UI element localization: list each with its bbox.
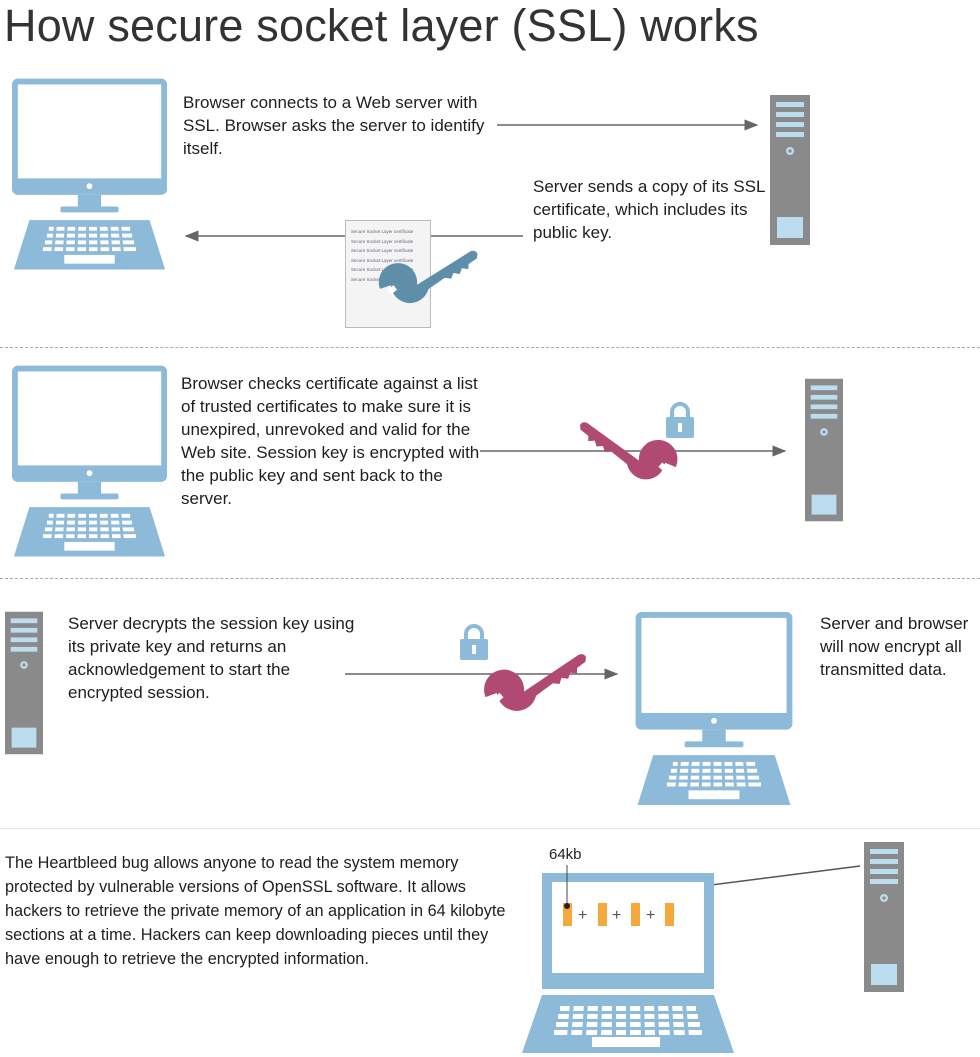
desktop-computer-icon xyxy=(634,612,794,807)
svg-text:+: + xyxy=(578,907,587,924)
step2-text: Browser checks certificate against a lis… xyxy=(181,374,480,508)
svg-text:+: + xyxy=(646,907,655,924)
page-title: How secure socket layer (SSL) works xyxy=(4,0,759,51)
heartbleed-text: The Heartbleed bug allows anyone to read… xyxy=(5,854,506,968)
step3-result-text: Server and browser will now encrypt all … xyxy=(820,614,969,679)
step1-server-text: Server sends a copy of its SSL certifica… xyxy=(533,177,765,242)
divider xyxy=(0,347,980,348)
divider xyxy=(0,828,980,829)
step1-browser-text: Browser connects to a Web server with SS… xyxy=(183,93,485,158)
laptop-icon: + + + xyxy=(522,865,734,1053)
chunk-size-label: 64kb xyxy=(549,846,582,863)
memory-chunk-icon xyxy=(563,903,674,926)
server-icon xyxy=(770,95,810,245)
padlock-icon xyxy=(459,624,489,660)
divider xyxy=(0,578,980,579)
server-icon xyxy=(805,378,843,522)
desktop-computer-icon xyxy=(12,365,167,558)
server-icon xyxy=(5,611,43,755)
svg-text:+: + xyxy=(612,907,621,924)
step3-text: Server decrypts the session key using it… xyxy=(68,614,355,702)
server-icon xyxy=(864,842,904,992)
padlock-icon xyxy=(665,402,695,438)
